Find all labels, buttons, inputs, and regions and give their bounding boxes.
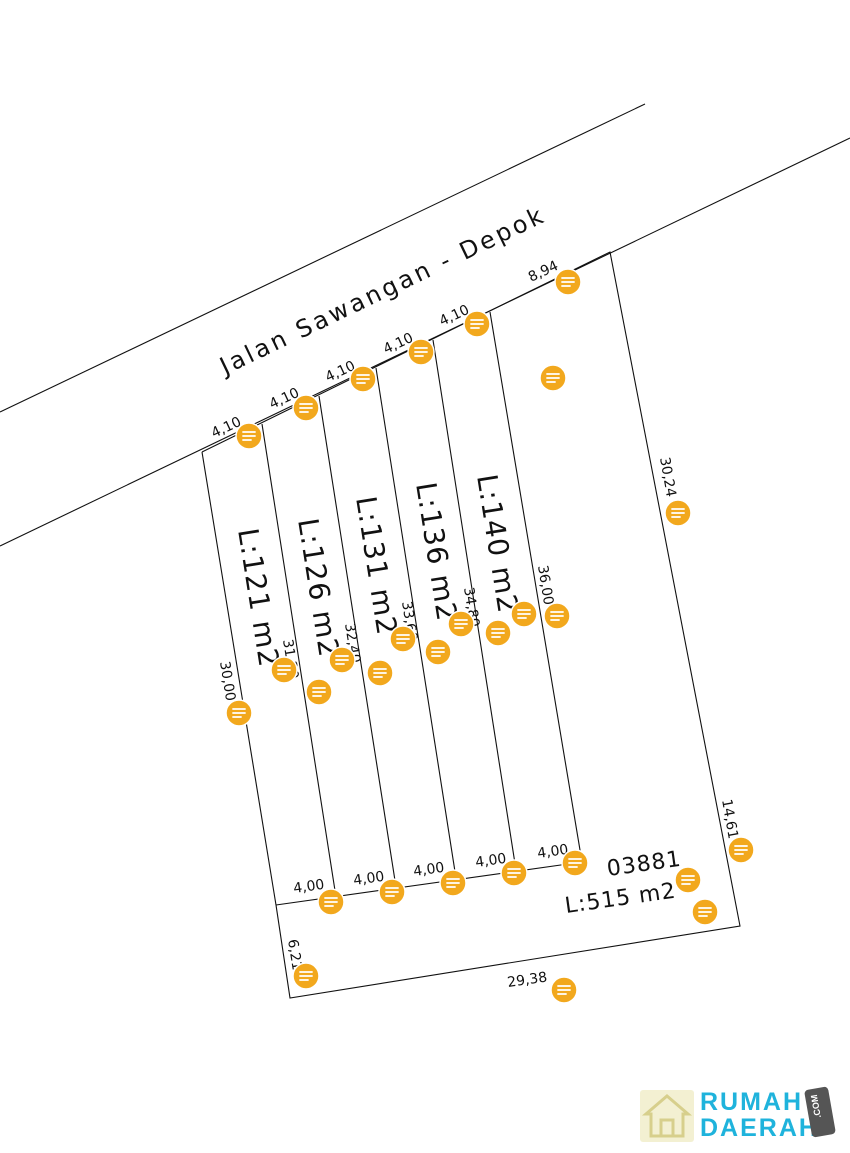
plot-area-label: L:121 m2 <box>231 526 286 670</box>
logo-badge-text: .COM <box>808 1093 823 1119</box>
note-marker-icon[interactable] <box>235 422 263 450</box>
plot-length-label: 30,00 <box>216 660 238 702</box>
plot-area-label: L:126 m2 <box>291 516 346 660</box>
rear-width-label: 4,00 <box>536 842 569 862</box>
rear-width-label: 4,00 <box>474 851 507 871</box>
plot-divider-2 <box>261 423 337 898</box>
house-logo-icon <box>640 1090 694 1142</box>
plot-divider-1 <box>201 451 277 906</box>
road-name: Jalan Sawangan - Depok <box>214 201 550 382</box>
road-edge-top <box>0 103 646 413</box>
left-end-label: 6,21 <box>284 938 305 971</box>
logo-word-daerah: DAERAH <box>700 1114 819 1142</box>
note-marker-icon[interactable] <box>561 849 589 877</box>
note-marker-icon[interactable] <box>424 638 452 666</box>
rear-width-label: 4,00 <box>352 869 385 889</box>
plot-divider-4 <box>375 367 457 879</box>
note-marker-icon[interactable] <box>270 656 298 684</box>
note-marker-icon[interactable] <box>292 394 320 422</box>
plot-divider-6 <box>489 311 583 863</box>
note-marker-icon[interactable] <box>349 365 377 393</box>
plot-area-label: L:140 m2 <box>470 472 525 616</box>
note-marker-icon[interactable] <box>550 976 578 1004</box>
right-side-label: 30,24 <box>656 456 679 498</box>
note-marker-icon[interactable] <box>664 499 692 527</box>
note-marker-icon[interactable] <box>366 659 394 687</box>
note-marker-icon[interactable] <box>317 888 345 916</box>
plot-divider-3 <box>318 395 397 888</box>
note-marker-icon[interactable] <box>727 836 755 864</box>
note-marker-icon[interactable] <box>305 678 333 706</box>
note-marker-icon[interactable] <box>439 869 467 897</box>
note-marker-icon[interactable] <box>225 699 253 727</box>
parcel-area: L:515 m2 <box>563 879 677 919</box>
note-marker-icon[interactable] <box>500 859 528 887</box>
note-marker-icon[interactable] <box>691 898 719 926</box>
note-marker-icon[interactable] <box>484 619 512 647</box>
note-marker-icon[interactable] <box>554 268 582 296</box>
logo-word-rumah: RUMAH <box>700 1088 804 1116</box>
right-side-label: 14,61 <box>718 798 741 840</box>
plot-divider-5 <box>432 339 517 871</box>
plot-length-label: 36,00 <box>534 564 556 606</box>
plot-area-label: L:136 m2 <box>409 480 464 624</box>
note-marker-icon[interactable] <box>463 310 491 338</box>
note-marker-icon[interactable] <box>674 866 702 894</box>
rear-width-label: 4,00 <box>412 860 445 880</box>
bottom-length-label: 29,38 <box>506 970 548 991</box>
note-marker-icon[interactable] <box>389 625 417 653</box>
parcel-code: 03881 <box>605 847 683 882</box>
note-marker-icon[interactable] <box>407 338 435 366</box>
note-marker-icon[interactable] <box>328 646 356 674</box>
note-marker-icon[interactable] <box>447 610 475 638</box>
note-marker-icon[interactable] <box>292 962 320 990</box>
note-marker-icon[interactable] <box>510 600 538 628</box>
note-marker-icon[interactable] <box>539 364 567 392</box>
note-marker-icon[interactable] <box>543 602 571 630</box>
rumahdaerah-logo: RUMAH DAERAH .COM <box>640 1086 840 1146</box>
plot-area-label: L:131 m2 <box>349 494 404 638</box>
rear-width-label: 4,00 <box>292 877 325 897</box>
note-marker-icon[interactable] <box>378 878 406 906</box>
